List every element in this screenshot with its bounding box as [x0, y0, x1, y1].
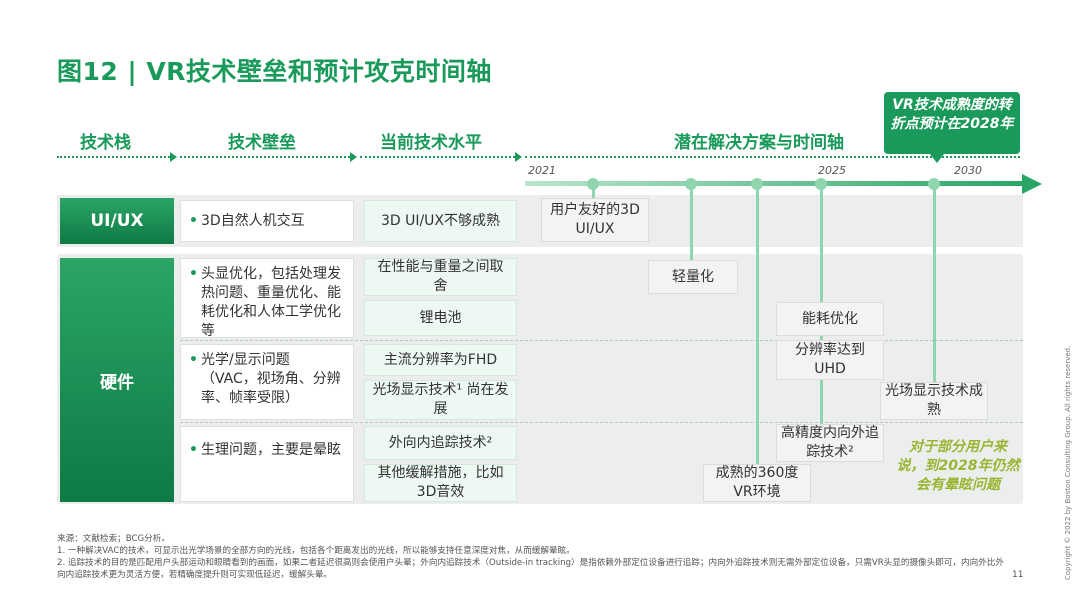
- dizziness-note: 对于部分用户来说，到2028年仍然会有晕眩问题: [896, 439, 1020, 493]
- row-label-hardware: 硬件: [60, 258, 174, 502]
- timeline-dot: [587, 178, 599, 190]
- bullet-icon: •: [189, 352, 198, 368]
- barrier-text: 生理问题，主要是晕眩: [201, 442, 341, 458]
- barrier-text: 头显优化，包括处理发热问题、重量优化、能耗优化和人体工学优化等: [201, 266, 341, 339]
- timeline-dot: [928, 178, 940, 190]
- page-title: 图12 | VR技术壁垒和预计攻克时间轴: [57, 57, 492, 86]
- solution-energy: 能耗优化: [776, 302, 884, 336]
- timeline-dot: [751, 178, 763, 190]
- year-2025: 2025: [818, 164, 846, 177]
- timeline-axis: [525, 181, 1023, 186]
- row-label-uiux: UI/UX: [60, 198, 174, 244]
- footnote-2: 2. 追踪技术的目的是匹配用户头部运动和眼睛看到的画面，如果二者延迟很高则会使用…: [57, 558, 1004, 580]
- solution-360-env: 成熟的360度VR环境: [703, 464, 811, 502]
- barrier-text: 3D自然人机交互: [201, 212, 305, 229]
- bullet-icon: •: [189, 442, 198, 458]
- timeline-arrowhead: [1022, 174, 1042, 194]
- footnotes: 来源：文献检索；BCG分析。 1. 一种解决VAC的技术，可显示出光学场景的全部…: [57, 533, 1007, 581]
- barrier-uiux: • 3D自然人机交互: [180, 200, 354, 242]
- header-divider-barrier: [180, 156, 350, 158]
- connector-line: [756, 184, 759, 466]
- header-divider-arrow: [350, 152, 357, 162]
- column-header-barrier: 技术壁垒: [228, 133, 296, 153]
- solution-uiux: 用户友好的3D UI/UX: [541, 198, 649, 242]
- current-performance-weight: 在性能与重量之间取舍: [364, 258, 517, 296]
- current-uiux: 3D UI/UX不够成熟: [364, 200, 517, 242]
- column-header-stack: 技术栈: [80, 133, 131, 153]
- solution-tracking: 高精度内向外追踪技术²: [776, 424, 884, 462]
- solution-uhd: 分辨率达到UHD: [776, 340, 884, 380]
- header-divider-solution: [525, 156, 1020, 158]
- timeline-dot: [815, 178, 827, 190]
- subrow-separator: [180, 340, 1023, 341]
- bullet-icon: •: [189, 266, 198, 282]
- barrier-text: 光学/显示问题（VAC，视场角、分辨率、帧率受限）: [201, 352, 341, 406]
- barrier-physiology: • 生理问题，主要是晕眩: [180, 426, 354, 502]
- current-battery: 锂电池: [364, 300, 517, 336]
- column-header-current: 当前技术水平: [380, 133, 482, 153]
- connector-line: [592, 184, 595, 198]
- header-divider-stack: [57, 156, 170, 158]
- timeline-dot: [685, 178, 697, 190]
- header-divider-arrow: [170, 152, 177, 162]
- year-2030: 2030: [954, 164, 982, 177]
- current-other-mitigation: 其他缓解措施，比如3D音效: [364, 464, 517, 502]
- solution-lightfield: 光场显示技术成熟: [880, 382, 988, 420]
- maturity-callout: VR技术成熟度的转折点预计在2028年: [884, 92, 1020, 154]
- header-divider-current: [360, 156, 515, 158]
- barrier-headset: • 头显优化，包括处理发热问题、重量优化、能耗优化和人体工学优化等: [180, 258, 354, 339]
- source-note: 来源：文献检索；BCG分析。: [57, 534, 170, 544]
- bullet-icon: •: [189, 212, 198, 229]
- current-tracking: 外向内追踪技术²: [364, 426, 517, 460]
- year-2021: 2021: [528, 164, 556, 177]
- barrier-optics: • 光学/显示问题（VAC，视场角、分辨率、帧率受限）: [180, 344, 354, 420]
- header-divider-arrow: [515, 152, 522, 162]
- page-number: 11: [1012, 570, 1024, 580]
- callout-pointer: [930, 154, 944, 163]
- current-resolution: 主流分辨率为FHD: [364, 344, 517, 376]
- copyright: Copyright © 2022 by Boston Consulting Gr…: [1064, 345, 1072, 580]
- solution-lightweight: 轻量化: [648, 260, 738, 294]
- connector-line: [933, 184, 936, 384]
- footnote-1: 1. 一种解决VAC的技术，可显示出光学场景的全部方向的光线，包括各个距离发出的…: [57, 546, 575, 556]
- column-header-solution: 潜在解决方案与时间轴: [674, 133, 844, 153]
- current-lightfield: 光场显示技术¹ 尚在发展: [364, 380, 517, 420]
- connector-line: [690, 184, 693, 262]
- subrow-separator: [180, 422, 1023, 423]
